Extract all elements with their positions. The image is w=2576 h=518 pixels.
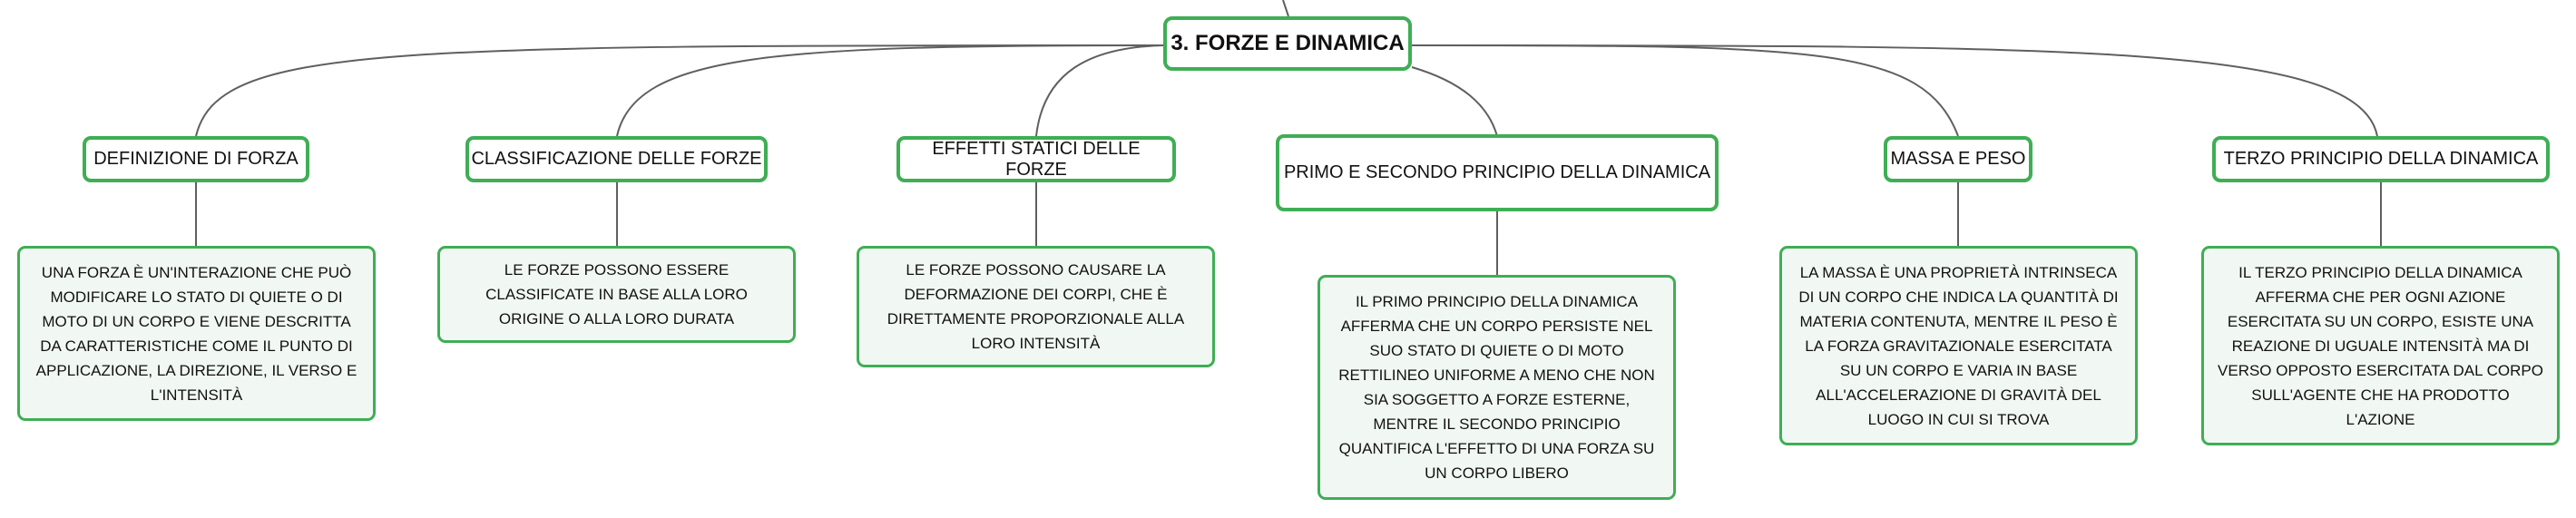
detail-node-terzo-principio[interactable]: IL TERZO PRINCIPIO DELLA DINAMICA AFFERM…: [2201, 246, 2560, 445]
detail-text: UNA FORZA È UN'INTERAZIONE CHE PUÒ MODIF…: [35, 263, 358, 404]
connector-root-topic-4: [1411, 66, 1498, 137]
detail-text: LA MASSA È UNA PROPRIETÀ INTRINSECA DI U…: [1798, 263, 2119, 428]
detail-text: IL TERZO PRINCIPIO DELLA DINAMICA AFFERM…: [2218, 263, 2543, 428]
topic-label: DEFINIZIONE DI FORZA: [93, 149, 299, 169]
detail-text: IL PRIMO PRINCIPIO DELLA DINAMICA AFFERM…: [1338, 293, 1655, 482]
connector-root-topic-6: [1411, 44, 2378, 137]
connector-root-topic-3: [1035, 44, 1164, 137]
topic-node-massa-peso[interactable]: MASSA E PESO: [1884, 136, 2032, 182]
detail-text: LE FORZE POSSONO CAUSARE LA DEFORMAZIONE…: [886, 261, 1185, 352]
root-label: 3. FORZE E DINAMICA: [1170, 31, 1405, 55]
topic-node-definizione-forza[interactable]: DEFINIZIONE DI FORZA: [83, 136, 309, 182]
connector-root-topic-5: [1411, 44, 1959, 137]
topic-node-effetti-statici[interactable]: EFFETTI STATICI DELLE FORZE: [896, 136, 1176, 182]
topic-label: EFFETTI STATICI DELLE FORZE: [932, 138, 1141, 180]
detail-text: LE FORZE POSSONO ESSERE CLASSIFICATE IN …: [485, 261, 748, 327]
topic-node-primo-secondo-principio[interactable]: PRIMO E SECONDO PRINCIPIO DELLA DINAMICA: [1276, 134, 1719, 211]
topic-label: TERZO PRINCIPIO DELLA DINAMICA: [2223, 149, 2539, 169]
detail-node-definizione-forza[interactable]: UNA FORZA È UN'INTERAZIONE CHE PUÒ MODIF…: [17, 246, 376, 421]
connector-root-parent: [1282, 0, 1289, 17]
topic-label: MASSA E PESO: [1890, 149, 2026, 169]
topic-label: CLASSIFICAZIONE DELLE FORZE: [471, 149, 762, 169]
detail-node-primo-secondo-principio[interactable]: IL PRIMO PRINCIPIO DELLA DINAMICA AFFERM…: [1317, 275, 1676, 500]
connector-root-topic-1: [195, 44, 1164, 137]
connector-root-topic-2: [616, 44, 1164, 137]
detail-node-massa-peso[interactable]: LA MASSA È UNA PROPRIETÀ INTRINSECA DI U…: [1779, 246, 2138, 445]
root-node[interactable]: 3. FORZE E DINAMICA: [1163, 16, 1412, 71]
topic-node-terzo-principio[interactable]: TERZO PRINCIPIO DELLA DINAMICA: [2212, 136, 2550, 182]
topic-label: PRIMO E SECONDO PRINCIPIO DELLA DINAMICA: [1283, 162, 1711, 182]
topic-node-classificazione-forze[interactable]: CLASSIFICAZIONE DELLE FORZE: [465, 136, 768, 182]
detail-node-classificazione-forze[interactable]: LE FORZE POSSONO ESSERE CLASSIFICATE IN …: [437, 246, 796, 343]
detail-node-effetti-statici[interactable]: LE FORZE POSSONO CAUSARE LA DEFORMAZIONE…: [857, 246, 1215, 367]
